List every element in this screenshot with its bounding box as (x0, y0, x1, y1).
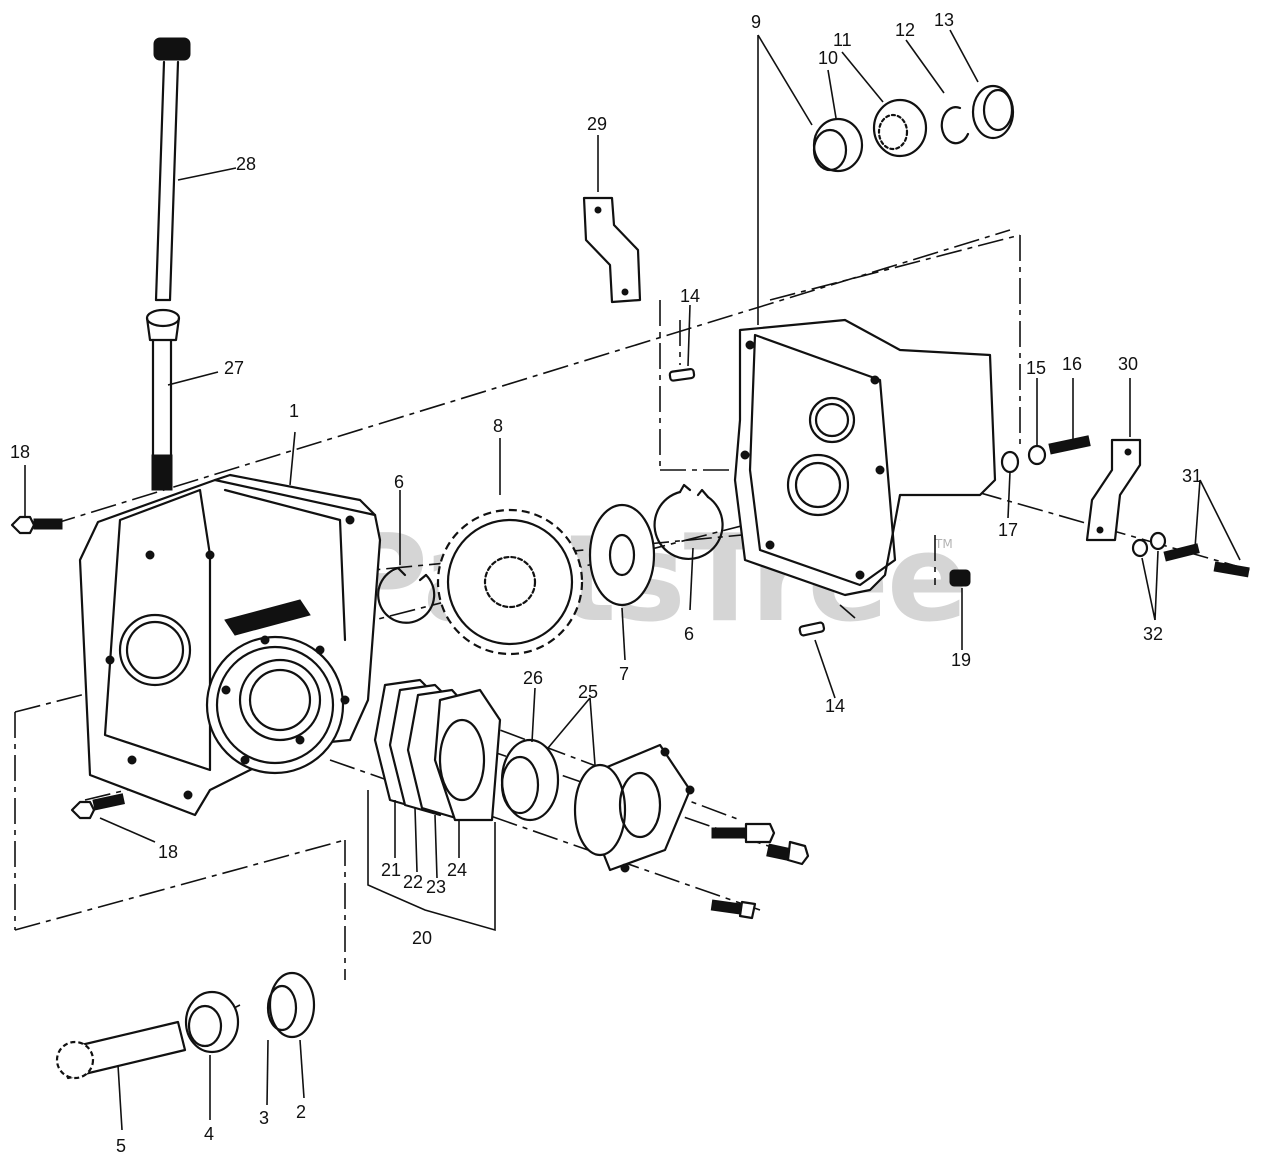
retaining-ring-part-6-left (377, 566, 436, 624)
flange-bolts (710, 822, 810, 920)
bolt-part-16 (1048, 435, 1091, 455)
bearing-cup-part-26 (500, 738, 560, 822)
callout-31: 31 (1182, 466, 1202, 486)
washer-part-32-a (1131, 538, 1149, 558)
bolt-part-18-top (10, 515, 63, 535)
callout-29: 29 (587, 114, 607, 134)
spline-shaft-part-5 (55, 1020, 187, 1080)
callout-10: 10 (818, 48, 838, 68)
dipstick-part-28 (153, 37, 191, 302)
bolt-part-18-bottom (70, 793, 125, 820)
callout-4: 4 (204, 1124, 214, 1144)
roller-bearing-part-11 (872, 98, 928, 158)
plug-part-19 (949, 569, 971, 587)
callout-16: 16 (1062, 354, 1082, 374)
callout-20: 20 (412, 928, 432, 948)
callout-2: 2 (296, 1102, 306, 1122)
pin-part-14-top (668, 367, 696, 382)
bracket-part-30 (1085, 438, 1142, 542)
callout-24: 24 (447, 860, 467, 880)
callout-19: 19 (951, 650, 971, 670)
callout-11: 11 (833, 30, 852, 50)
callout-18-bottom: 18 (158, 842, 178, 862)
callout-7: 7 (619, 664, 629, 684)
transmission-case-part-1 (78, 473, 382, 817)
roller-bearing-part-4 (184, 990, 240, 1054)
dipstick-tube-part-27 (145, 308, 181, 491)
callout-5: 5 (116, 1136, 126, 1156)
callout-6-right: 6 (684, 624, 694, 644)
callout-6-left: 6 (394, 472, 404, 492)
gear-part-8 (436, 508, 584, 656)
bearing-cup-part-2 (266, 971, 316, 1039)
callout-3: 3 (259, 1108, 269, 1128)
callout-30: 30 (1118, 354, 1138, 374)
callout-17: 17 (998, 520, 1018, 540)
callout-25: 25 (578, 682, 598, 702)
snap-ring-part-12 (940, 106, 970, 145)
retaining-ring-part-6-right (653, 483, 724, 560)
callout-27: 27 (224, 358, 244, 378)
callout-32: 32 (1143, 624, 1163, 644)
callout-28: 28 (236, 154, 256, 174)
gaskets-parts-21-24 (373, 678, 502, 822)
pin-part-14-bottom (798, 621, 826, 637)
washer-part-15 (1027, 444, 1047, 466)
leader-lines (24, 29, 1241, 1131)
callout-26: 26 (523, 668, 543, 688)
callout-14-bottom: 14 (825, 696, 845, 716)
callout-23: 23 (426, 877, 446, 897)
callout-13: 13 (934, 10, 954, 30)
callout-14-top: 14 (680, 286, 700, 306)
bracket-part-29 (582, 196, 642, 304)
bolt-part-31-a (1163, 543, 1200, 562)
bearing-cup-part-10 (812, 117, 864, 173)
callout-15: 15 (1026, 358, 1046, 378)
thrust-washer-part-7 (588, 503, 656, 607)
callout-18-top: 18 (10, 442, 30, 462)
callout-labels: 1 2 3 4 5 6 6 7 8 9 10 11 12 13 14 14 15… (10, 10, 1202, 1156)
watermark-tm: TM (934, 537, 953, 551)
callout-1: 1 (289, 401, 299, 421)
callout-12: 12 (895, 20, 915, 40)
right-housing (733, 318, 997, 597)
bearing-flange-part-25 (573, 743, 695, 873)
washer-part-17 (1000, 450, 1020, 474)
cap-part-13 (971, 84, 1015, 140)
bolt-part-31-b (1213, 561, 1250, 578)
callout-9: 9 (751, 12, 761, 32)
callout-21: 21 (381, 860, 401, 880)
callout-22: 22 (403, 872, 423, 892)
callout-8: 8 (493, 416, 503, 436)
washer-part-32-b (1149, 531, 1167, 551)
